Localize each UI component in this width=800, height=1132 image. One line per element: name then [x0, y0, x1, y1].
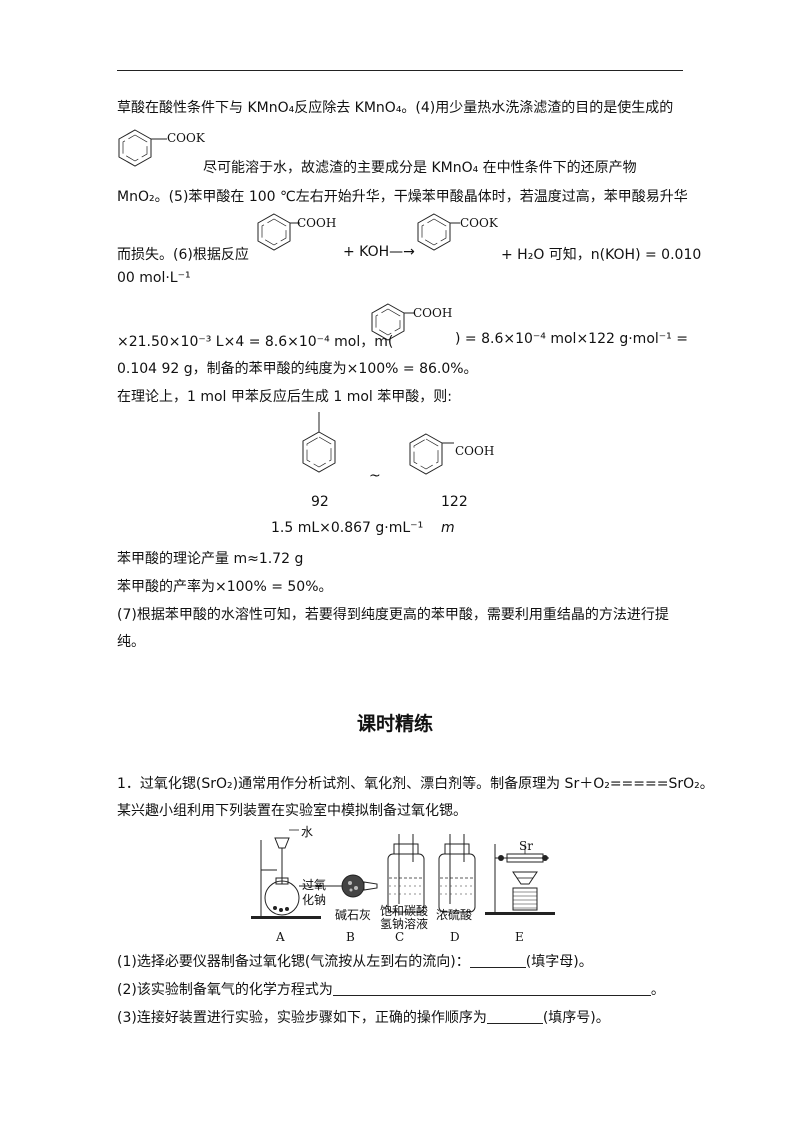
solution-line-3: MnO₂。(5)苯甲酸在 100 ℃左右开始升华，干燥苯甲酸晶体时，若温度过高，… [117, 189, 688, 205]
structure-label-cooh-2: COOH [413, 306, 453, 320]
solution-line-1: 草酸在酸性条件下与 KMnO₄反应除去 KMnO₄。(4)用少量热水洗涤滤渣的目… [117, 100, 674, 116]
question-intro-2: 某兴趣小组利用下列装置在实验室中模拟制备过氧化锶。 [117, 803, 467, 819]
benzoic-acid-structure-1 [257, 213, 300, 251]
label-nahco3-1: 饱和碳酸 [380, 904, 429, 918]
structure-label-cooh-1: COOH [297, 216, 337, 230]
toluene-structure [302, 412, 336, 473]
potassium-benzoate-structure [118, 129, 167, 167]
sub-question-3: (3)连接好装置进行实验，实验步骤如下，正确的操作顺序为(填序号)。 [117, 1009, 610, 1026]
structure-label-cooh-3: COOH [455, 444, 495, 458]
label-apparatus-d: D [450, 930, 460, 944]
answer-blank-3[interactable] [486, 1009, 543, 1024]
label-apparatus-a: A [276, 930, 285, 944]
amount-toluene: 1.5 mL×0.867 g·mL⁻¹ [271, 520, 424, 536]
molar-mass-benzoic: 122 [441, 494, 468, 510]
solution-line-10: 苯甲酸的产率为×100% = 50%。 [117, 579, 333, 595]
solution-line-8: 在理论上，1 mol 甲苯反应后生成 1 mol 苯甲酸，则: [117, 389, 452, 405]
section-title: 课时精练 [357, 713, 434, 735]
solution-line-4b: + KOH—→ [343, 244, 415, 260]
amount-benzoic: m [441, 520, 455, 536]
solution-line-7: 0.104 92 g，制备的苯甲酸的纯度为×100% = 86.0%。 [117, 361, 478, 377]
answer-blank-1[interactable] [469, 953, 526, 968]
molar-mass-toluene: 92 [311, 494, 329, 510]
solution-line-12: 纯。 [117, 634, 145, 650]
solution-line-2: 尽可能溶于水，故滤渣的主要成分是 KMnO₄ 在中性条件下的还原产物 [203, 160, 637, 176]
structure-label-cook-2: COOK [460, 216, 498, 230]
label-nahco3-2: 氢钠溶液 [380, 917, 429, 931]
label-sodium-peroxide-2: 化钠 [302, 893, 327, 907]
solution-line-5: 00 mol·L⁻¹ [117, 270, 191, 286]
question-intro-1: 1．过氧化锶(SrO₂)通常用作分析试剂、氧化剂、漂白剂等。制备原理为 Sr＋O… [117, 776, 714, 792]
benzoic-acid-structure-2 [371, 303, 414, 341]
solution-line-11: (7)根据苯甲酸的水溶性可知，若要得到纯度更高的苯甲酸，需要利用重结晶的方法进行… [117, 607, 669, 623]
solution-line-6a: ×21.50×10⁻³ L×4 = 8.6×10⁻⁴ mol，m( [117, 334, 394, 350]
label-sr: Sr [519, 839, 533, 853]
label-apparatus-c: C [395, 930, 405, 944]
solution-line-4a: 而损失。(6)根据反应 [117, 247, 249, 263]
apparatus-figure [251, 829, 555, 919]
solution-line-9: 苯甲酸的理论产量 m≈1.72 g [117, 551, 304, 567]
label-h2so4: 浓硫酸 [436, 908, 473, 922]
header-rule [117, 70, 683, 71]
benzoic-acid-structure-3 [409, 433, 454, 475]
answer-blank-2[interactable] [332, 981, 651, 996]
label-water: 水 [301, 825, 314, 839]
label-sodium-peroxide-1: 过氧 [302, 878, 327, 892]
label-apparatus-e: E [515, 930, 524, 944]
sub-question-2: (2)该实验制备氧气的化学方程式为。 [117, 981, 665, 998]
solution-line-6b: ) = 8.6×10⁻⁴ mol×122 g·mol⁻¹ = [455, 331, 688, 347]
label-soda-lime: 碱石灰 [335, 908, 372, 922]
sub-question-1: (1)选择必要仪器制备过氧化锶(气流按从左到右的流向)：(填字母)。 [117, 953, 593, 970]
solution-line-4c: + H₂O 可知，n(KOH) = 0.010 [501, 247, 702, 263]
potassium-benzoate-structure-2 [417, 213, 460, 251]
structure-label-cook-1: COOK [167, 131, 205, 145]
label-apparatus-b: B [346, 930, 355, 944]
tilde: ~ [369, 468, 381, 484]
